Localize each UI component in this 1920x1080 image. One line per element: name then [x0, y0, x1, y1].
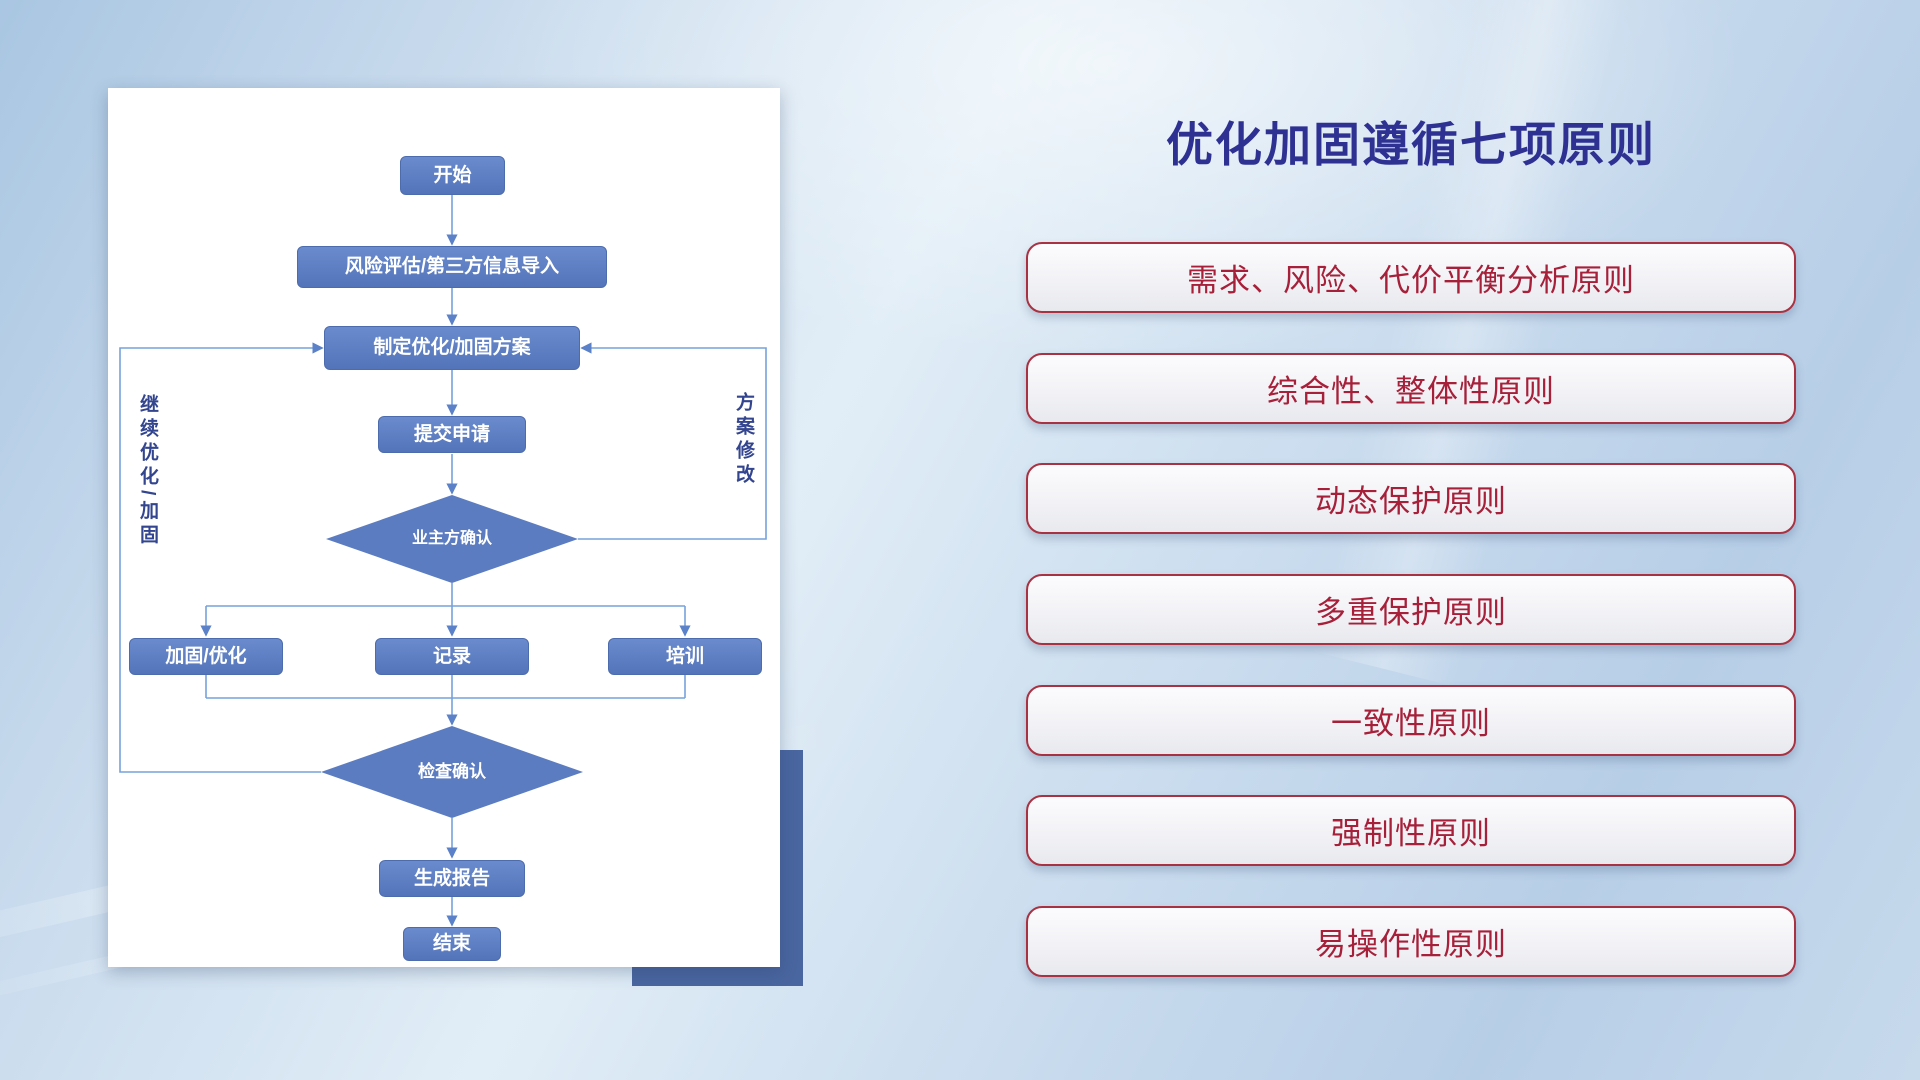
flowchart-card: 开始 风险评估/第三方信息导入 制定优化/加固方案 提交申请 业主方确认 加固/… [108, 88, 780, 967]
flow-node-risk-import: 风险评估/第三方信息导入 [297, 246, 607, 288]
flow-node-generate-report: 生成报告 [379, 860, 525, 897]
flow-node-submit: 提交申请 [378, 416, 526, 453]
principle-item-3: 动态保护原则 [1026, 463, 1796, 535]
principle-item-6: 强制性原则 [1026, 795, 1796, 867]
flow-node-end: 结束 [403, 927, 501, 961]
flow-node-reinforce-optimize: 加固/优化 [129, 638, 283, 675]
side-label-plan-modify: 方案修改 [733, 392, 754, 488]
flow-node-make-plan: 制定优化/加固方案 [324, 326, 580, 370]
principle-item-2: 综合性、整体性原则 [1026, 352, 1796, 424]
flow-node-record: 记录 [375, 638, 529, 675]
flow-node-start: 开始 [400, 156, 505, 195]
principle-item-7: 易操作性原则 [1026, 906, 1796, 978]
principle-item-4: 多重保护原则 [1026, 574, 1796, 646]
flow-decision-owner-confirm-label: 业主方确认 [411, 529, 492, 547]
principles-list: 需求、风险、代价平衡分析原则 综合性、整体性原则 动态保护原则 多重保护原则 一… [1026, 242, 1796, 978]
principle-item-1: 需求、风险、代价平衡分析原则 [1026, 242, 1796, 313]
principle-item-5: 一致性原则 [1026, 684, 1796, 756]
flow-node-training: 培训 [608, 638, 762, 675]
flow-decision-check-confirm-label: 检查确认 [418, 762, 486, 782]
slide-title: 优化加固遵循七项原则 [1166, 118, 1656, 171]
side-label-continue-optimize: 继续优化/加固 [137, 394, 158, 549]
flowchart-connectors [119, 195, 767, 927]
